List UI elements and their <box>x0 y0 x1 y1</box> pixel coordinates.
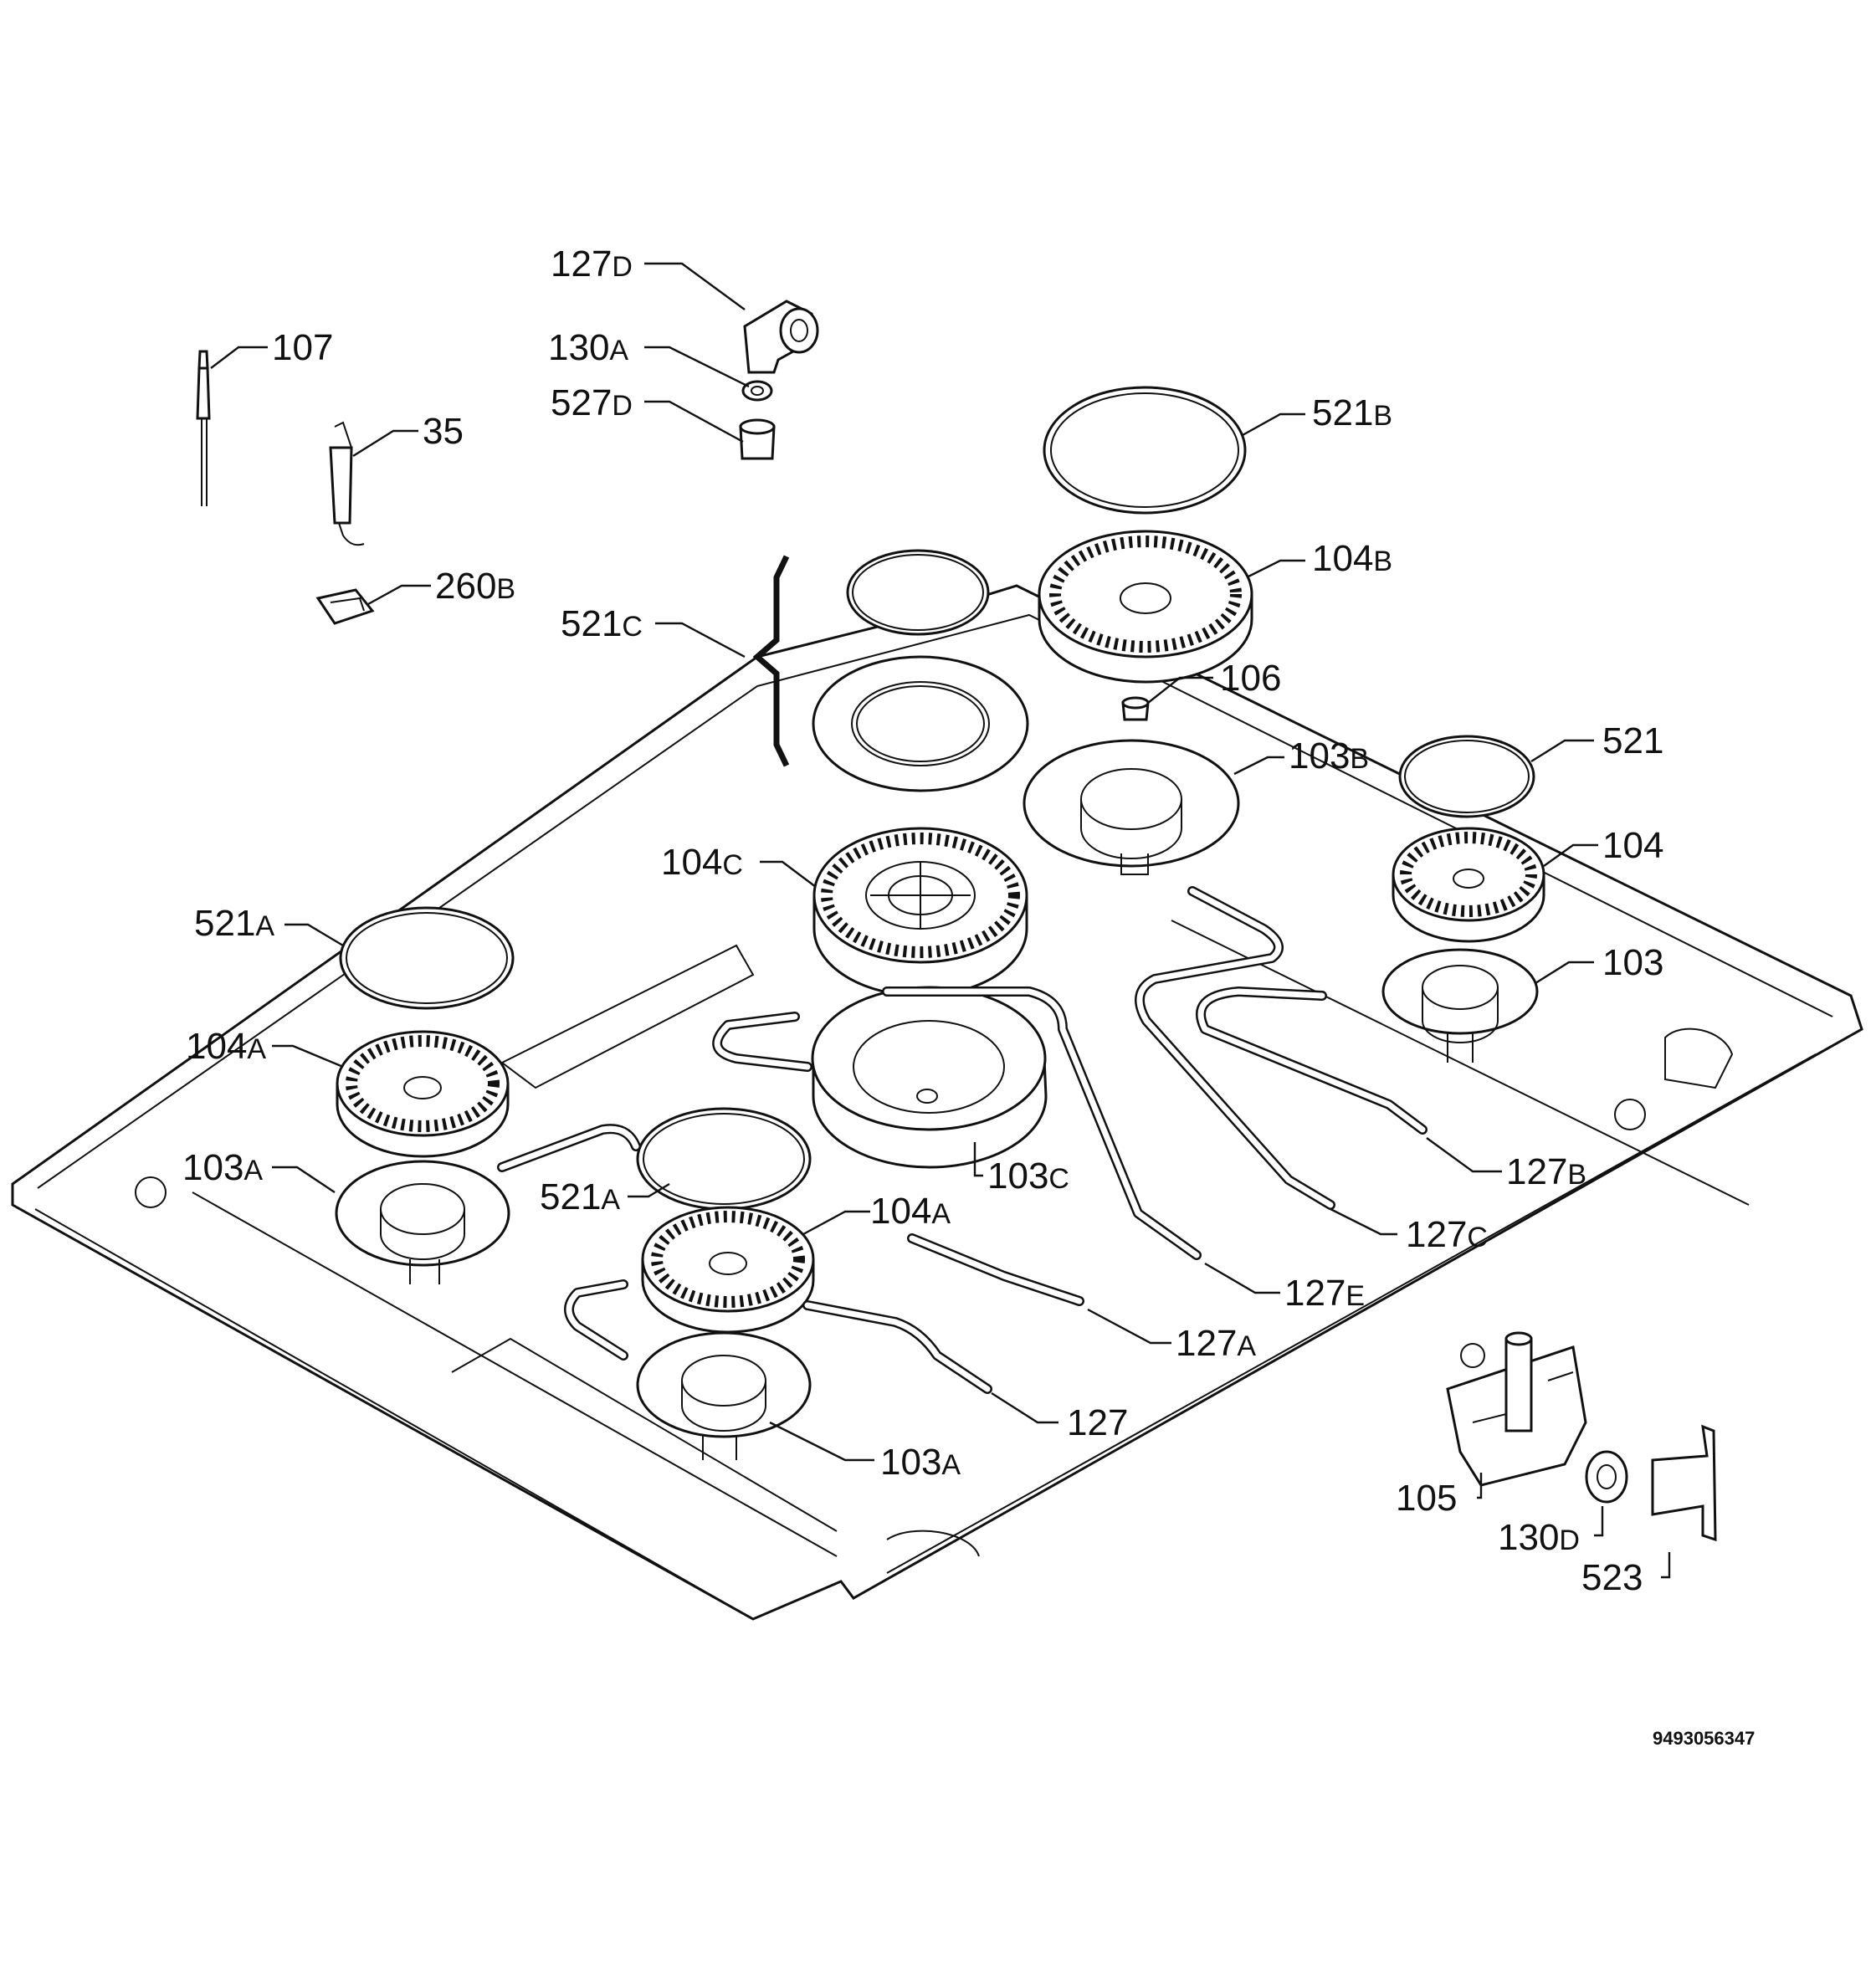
cap-ring-521a-left <box>339 906 515 1010</box>
callout-103: 103 <box>1602 942 1663 983</box>
callout-521a-mid: 521A <box>540 1176 620 1217</box>
flame-spreader-104a-left <box>336 1030 510 1158</box>
callout-523: 523 <box>1581 1557 1643 1598</box>
callout-521c: 521C <box>561 603 643 644</box>
cap-ring-521a-mid <box>636 1107 812 1211</box>
callout-127b: 127B <box>1506 1151 1586 1192</box>
cap-ring-521 <box>1398 735 1535 818</box>
callout-130d: 130D <box>1498 1517 1580 1558</box>
callout-labels: 127D 130A 527D 107 35 260B 521C 521B 104… <box>182 243 1663 1598</box>
callout-104b: 104B <box>1312 538 1392 579</box>
burner-body-103 <box>1381 948 1539 1063</box>
callout-521b: 521B <box>1312 392 1392 433</box>
leader-lines <box>210 262 1671 1579</box>
washer-130d <box>1585 1450 1628 1504</box>
callout-35: 35 <box>423 411 464 452</box>
bracket-523 <box>1651 1424 1717 1542</box>
callout-103a-bottom: 103A <box>880 1442 961 1483</box>
clip-260b <box>315 588 375 625</box>
diagram-reference-number: 9493056347 <box>1653 1728 1755 1749</box>
callout-103c: 103C <box>987 1156 1069 1197</box>
flame-spreader-104a-mid <box>641 1206 815 1334</box>
elbow-connector-127d <box>743 300 819 374</box>
cap-ring-521c-large <box>812 655 1029 792</box>
cap-ring-521c-small <box>846 549 990 636</box>
flame-spreader-104c <box>812 827 1028 997</box>
flame-spreader-104 <box>1392 827 1545 943</box>
burner-body-103c <box>811 986 1048 1169</box>
callout-104: 104 <box>1602 825 1663 866</box>
callout-127e: 127E <box>1284 1273 1365 1314</box>
gas-valve-105 <box>1446 1331 1587 1487</box>
cap-ring-521b <box>1043 386 1247 515</box>
spark-electrode-35 <box>329 421 365 546</box>
callout-260b: 260B <box>435 566 515 607</box>
callout-127: 127 <box>1067 1402 1128 1443</box>
callout-521: 521 <box>1602 720 1663 761</box>
burner-body-103a-bottom <box>636 1331 812 1460</box>
callout-107: 107 <box>272 327 333 368</box>
callout-527d: 527D <box>551 382 633 423</box>
nut-527d <box>739 418 776 460</box>
callout-127a: 127A <box>1176 1323 1256 1364</box>
callout-521a-left: 521A <box>194 903 274 944</box>
callout-103a-left: 103A <box>182 1147 263 1188</box>
gas-pipes <box>497 886 1428 1394</box>
burner-body-103b <box>1023 739 1240 875</box>
callout-105: 105 <box>1396 1478 1457 1519</box>
thermocouple-107 <box>196 350 211 506</box>
group-brace-521c <box>752 555 790 767</box>
callout-103b: 103B <box>1289 735 1369 776</box>
callout-127c: 127C <box>1406 1214 1488 1255</box>
seal-washer-130a <box>741 380 773 402</box>
burner-body-103a-left <box>335 1160 510 1284</box>
callout-106: 106 <box>1220 658 1281 699</box>
callout-130a-top: 130A <box>548 327 628 368</box>
injector-106 <box>1121 696 1150 721</box>
callout-104a-mid: 104A <box>870 1191 951 1232</box>
callout-127d: 127D <box>551 243 633 284</box>
flame-spreader-104b <box>1038 530 1253 684</box>
callout-104c: 104C <box>661 842 743 883</box>
callout-104a-left: 104A <box>186 1026 266 1067</box>
